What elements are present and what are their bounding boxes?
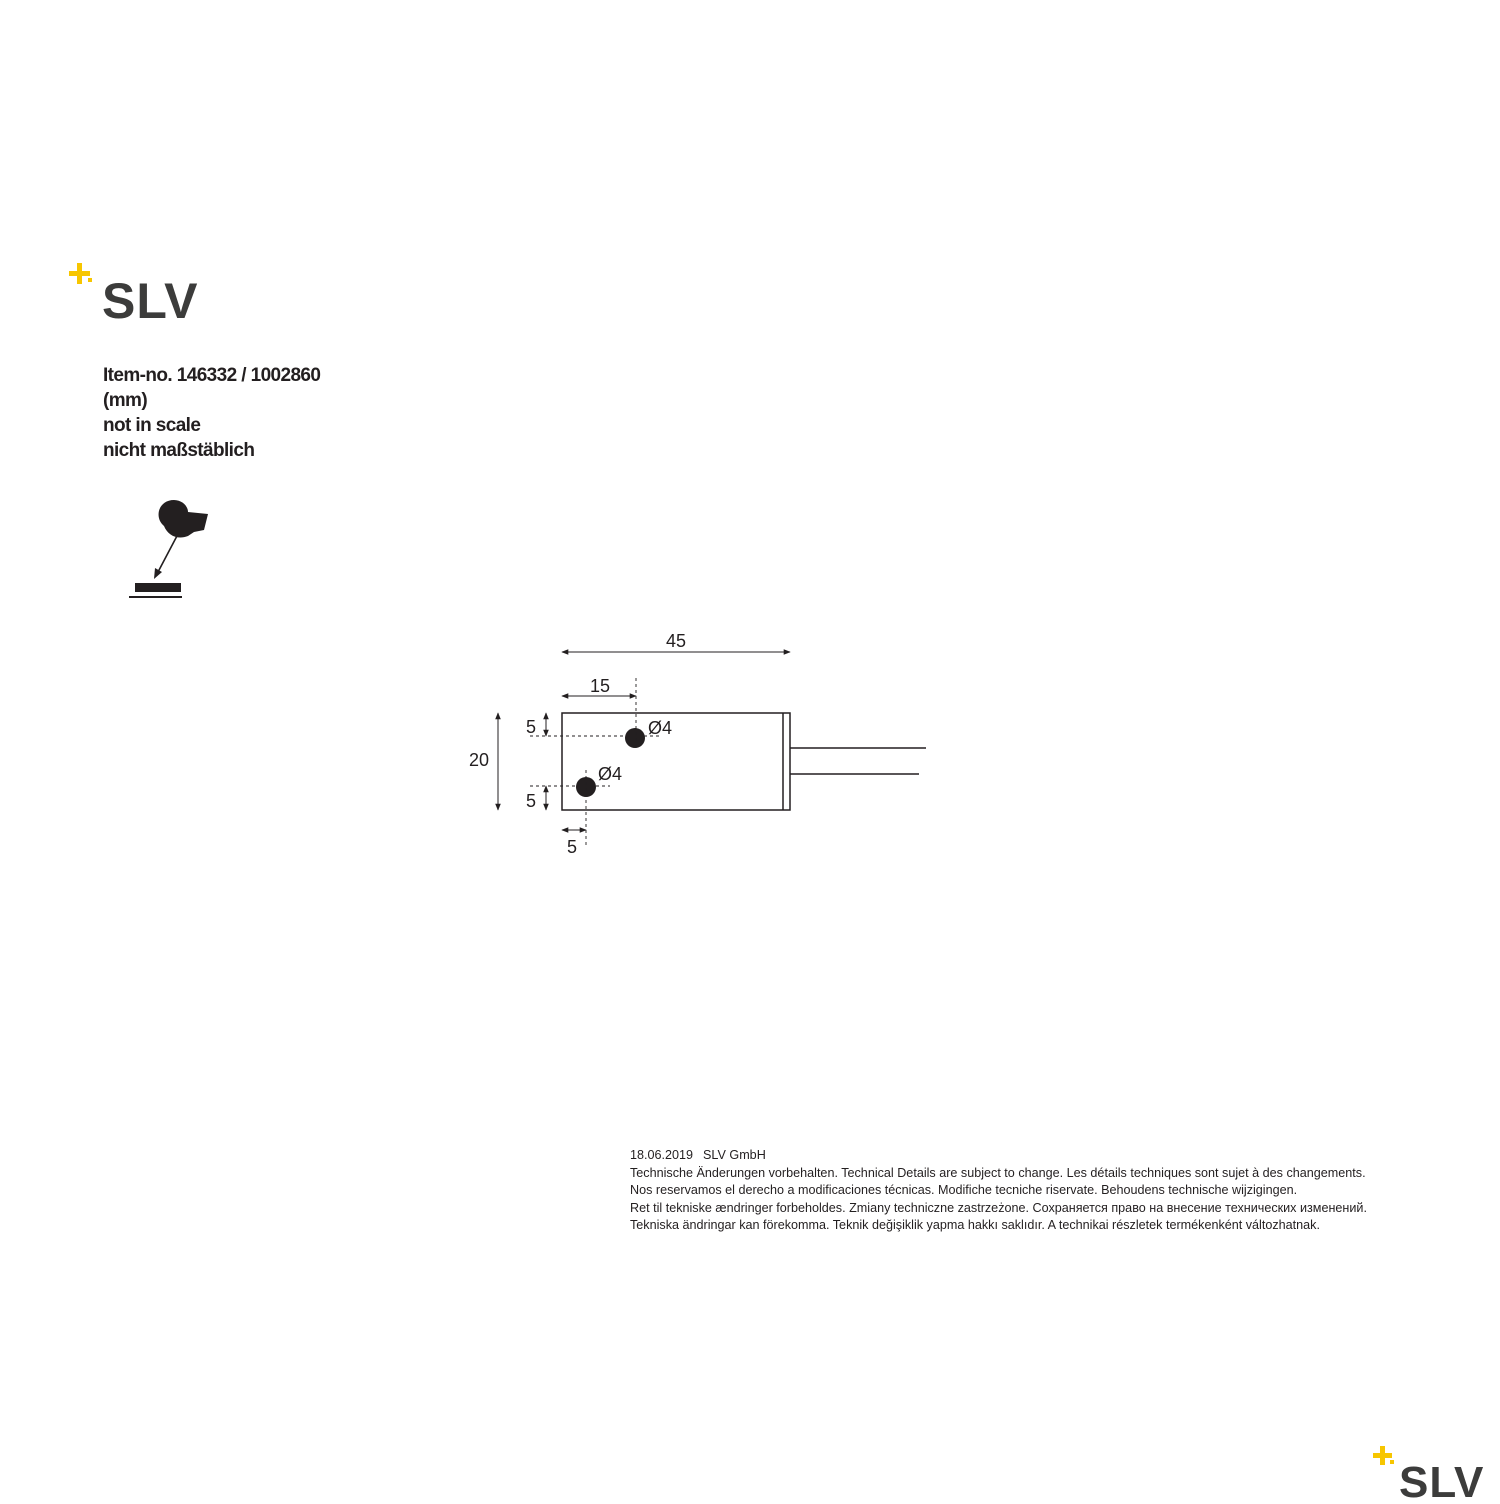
dim-left-offset-label: 5 bbox=[567, 837, 577, 857]
footer-line: Nos reservamos el derecho a modificacion… bbox=[630, 1183, 1298, 1198]
footer-line: Tekniska ändringar kan förekomma. Teknik… bbox=[630, 1218, 1320, 1233]
scale-note-en: not in scale bbox=[103, 415, 201, 436]
dim-length-label: 45 bbox=[666, 631, 686, 651]
item-number: Item-no. 146332 / 1002860 bbox=[103, 365, 321, 386]
footer-line: Technische Änderungen vorbehalten. Techn… bbox=[630, 1165, 1366, 1180]
hole-2-diameter-label: Ø4 bbox=[598, 764, 622, 784]
logo-text: SLV bbox=[102, 273, 199, 328]
dim-hole-offset-label: 15 bbox=[590, 676, 610, 696]
footer-disclaimer: 18.06.2019 SLV GmbH Technische Änderungen… bbox=[630, 1147, 1367, 1235]
footer-date-line: 18.06.2019 SLV GmbH bbox=[630, 1147, 1367, 1165]
scale-note-de: nicht maßstäblich bbox=[103, 440, 255, 461]
logo-plus-icon bbox=[1373, 1446, 1394, 1465]
mounting-hole-1 bbox=[625, 728, 645, 748]
product-body bbox=[561, 712, 791, 811]
dimension-drawing: 45 15 20 5 5 5 Ø4 Ø4 bbox=[469, 631, 926, 857]
logo-plus-icon bbox=[69, 263, 92, 284]
mounting-hole-2 bbox=[576, 777, 596, 797]
product-info: Item-no. 146332 / 1002860 (mm) not in sc… bbox=[103, 363, 321, 463]
footer-line: Ret til tekniske ændringer forbeholdes. … bbox=[630, 1200, 1367, 1215]
logo-text: SLV bbox=[1399, 1458, 1484, 1504]
slv-logo-top: SLV bbox=[69, 263, 199, 328]
hole-1-diameter-label: Ø4 bbox=[648, 718, 672, 738]
dim-top-offset-label: 5 bbox=[526, 717, 536, 737]
slv-logo-bottom: SLV bbox=[1373, 1446, 1484, 1504]
dim-height-label: 20 bbox=[469, 750, 489, 770]
footer-date: 18.06.2019 bbox=[630, 1148, 694, 1162]
dim-bottom-offset-label: 5 bbox=[526, 791, 536, 811]
footer-company: SLV GmbH bbox=[703, 1148, 766, 1162]
unit-label: (mm) bbox=[103, 390, 148, 411]
surface-mount-icon bbox=[129, 500, 208, 598]
